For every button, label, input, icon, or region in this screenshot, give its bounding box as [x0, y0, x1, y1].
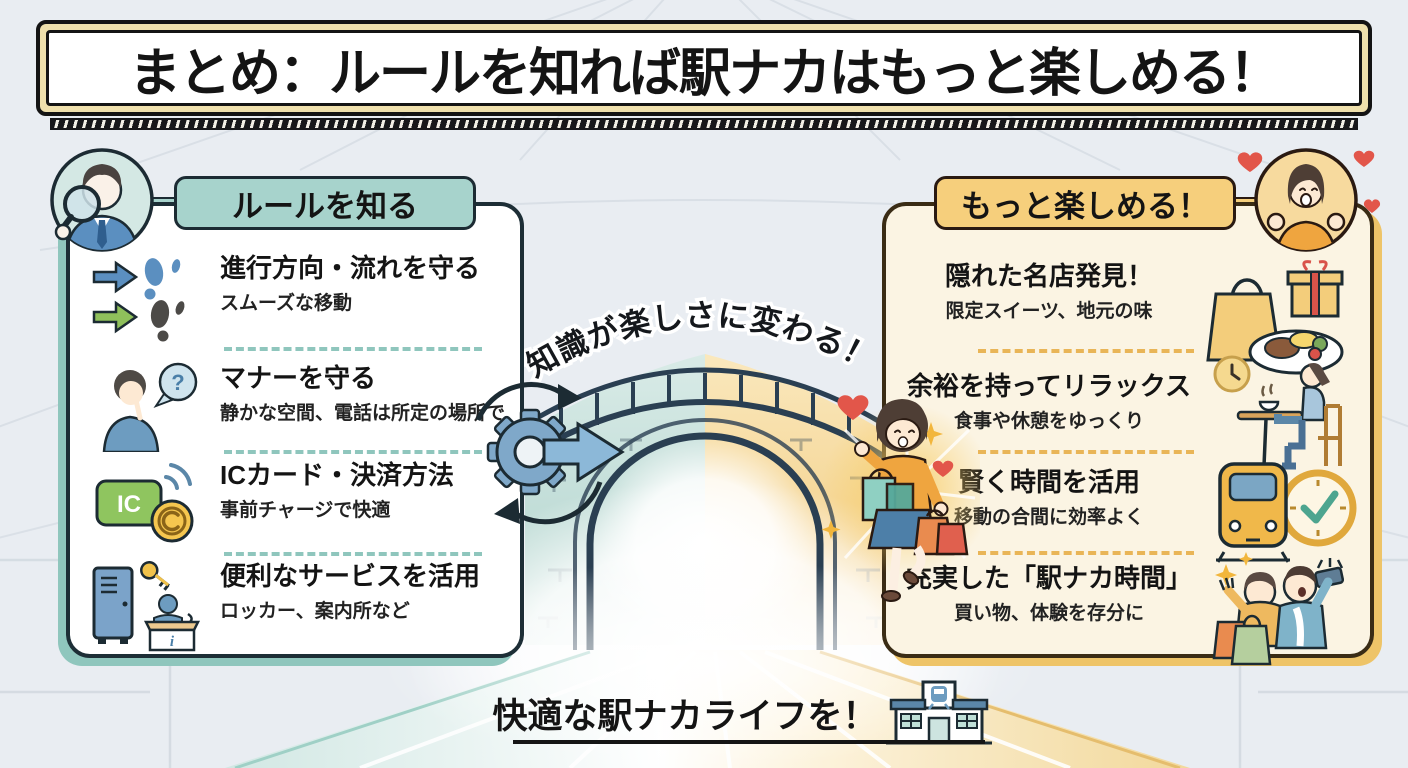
footer-message: 快適な駅ナカライフを！ — [492, 697, 878, 736]
divider — [224, 552, 482, 556]
title-banner: まとめ：ルールを知れば駅ナカはもっと楽しめる！ — [36, 20, 1372, 116]
benefit-item-time: 賢く時間を活用 移動の合間に効率よく — [886, 462, 1370, 563]
benefit-item-relax: 余裕を持ってリラックス 食事や休憩をゆっくり — [886, 355, 1370, 470]
svg-text:i: i — [170, 634, 175, 650]
page-title: まとめ：ルールを知れば駅ナカはもっと楽しめる！ — [128, 44, 1281, 103]
magnifier-person-icon — [50, 148, 154, 252]
rule-item-manner: ? マナーを守る 静かな空間、電話は所定の場所で — [70, 362, 520, 452]
benefit-item-title: 充実した「駅ナカ時間」 — [905, 563, 1192, 593]
rule-item-subtitle: 事前チャージで快適 — [220, 500, 391, 522]
benefits-header-pill: もっと楽しめる！ — [934, 176, 1236, 230]
rule-item-title: マナーを守る — [220, 363, 377, 393]
shopping-woman-icon — [821, 395, 980, 602]
rule-item-subtitle: ロッカー、案内所など — [220, 601, 410, 623]
divider — [978, 349, 1194, 353]
benefit-item-subtitle: 食事や休憩をゆっくり — [953, 411, 1144, 433]
benefit-item-subtitle: 限定スイーツ、地元の味 — [945, 301, 1153, 323]
rule-item-direction: 進行方向・流れを守る スムーズな移動 — [70, 253, 520, 346]
title-banner-inner: まとめ：ルールを知れば駅ナカはもっと楽しめる！ — [46, 30, 1362, 106]
quiet-manner-icon: ? — [102, 362, 198, 452]
divider — [978, 450, 1194, 454]
benefit-item-subtitle: 買い物、体験を存分に — [953, 603, 1144, 625]
rule-item-subtitle: スムーズな移動 — [220, 293, 353, 315]
rule-item-services: i 便利なサービスを活用 ロッカー、案内所など — [70, 561, 520, 654]
benefit-item-title: 賢く時間を活用 — [957, 467, 1140, 497]
ic-card-coin-icon: IC — [95, 463, 194, 543]
shopping-gift-food-icon — [1206, 260, 1344, 375]
hearts — [1237, 150, 1381, 213]
train-check-clock-icon — [1216, 462, 1357, 563]
benefits-panel: 隠れた名店発見！ 限定スイーツ、地元の味 余裕を持ってリラックス — [882, 202, 1374, 666]
divider — [224, 450, 482, 454]
benefit-item-subtitle: 移動の合間に効率よく — [953, 507, 1144, 529]
rule-item-title: 進行方向・流れを守る — [220, 253, 481, 283]
rule-item-title: 便利なサービスを活用 — [220, 561, 481, 591]
cafe-clock-icon — [1213, 355, 1342, 470]
rule-item-subtitle: 静かな空間、電話は所定の場所で — [220, 403, 506, 425]
benefits-header-label: もっと楽しめる！ — [961, 188, 1209, 224]
svg-text:IC: IC — [117, 491, 141, 518]
benefit-item-shops: 隠れた名店発見！ 限定スイーツ、地元の味 — [886, 260, 1370, 375]
divider — [224, 347, 482, 351]
selfie-couple-icon — [1212, 552, 1345, 666]
benefit-item-title: 隠れた名店発見！ — [944, 261, 1153, 291]
rules-header-pill: ルールを知る — [174, 176, 476, 230]
rules-panel: 進行方向・流れを守る スムーズな移動 ? マナーを守る 静かな空間、電話は所定の… — [66, 202, 524, 658]
gear-transform-arrow-icon — [475, 382, 625, 525]
rule-item-iccard: IC ICカード・決済方法 事前チャージで快適 — [70, 460, 520, 549]
divider — [978, 551, 1194, 555]
station-building-icon — [886, 680, 992, 745]
rule-item-title: ICカード・決済方法 — [220, 460, 455, 490]
happy-woman-hearts-icon — [1237, 148, 1381, 252]
benefit-item-title: 余裕を持ってリラックス — [907, 371, 1191, 401]
rules-header-label: ルールを知る — [232, 188, 418, 224]
benefit-item-experience: 充実した「駅ナカ時間」 買い物、体験を存分に — [886, 552, 1370, 666]
direction-footprints-icon — [92, 258, 185, 342]
ticket-edge-strip — [50, 118, 1358, 130]
locker-info-desk-icon: i — [92, 561, 201, 652]
svg-text:?: ? — [171, 370, 184, 395]
footer-underline — [513, 740, 985, 744]
